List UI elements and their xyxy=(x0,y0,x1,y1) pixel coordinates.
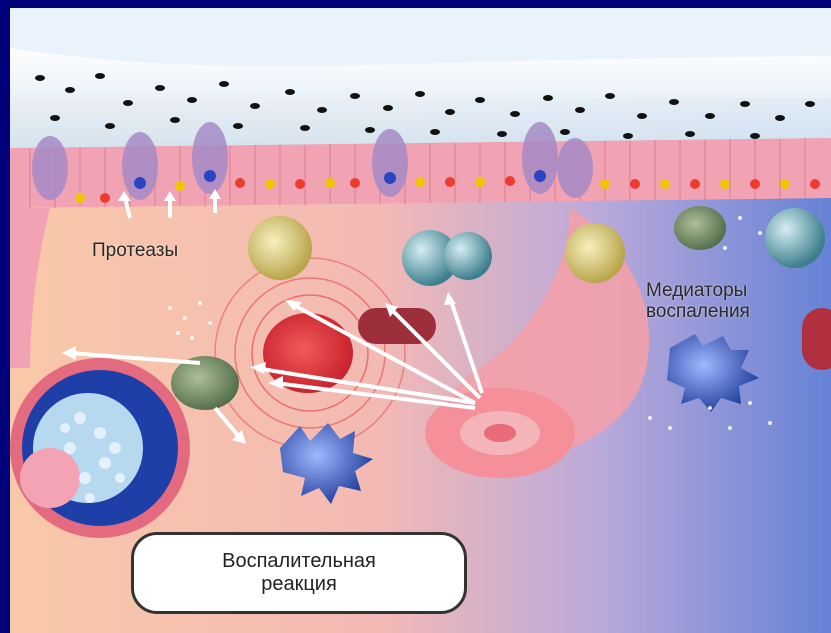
submucosal-gland xyxy=(10,358,190,538)
reaction-line1: Воспалительная xyxy=(222,550,376,573)
mediators-label-line2: воспаления xyxy=(646,301,750,322)
reaction-line2: реакция xyxy=(222,573,376,596)
mediators-label: Медиаторы воспаления xyxy=(646,280,750,323)
proteases-label: Протеазы xyxy=(92,240,178,261)
green-cell-1 xyxy=(171,356,239,410)
yellow-cell-2 xyxy=(565,223,625,283)
yellow-cell-1 xyxy=(248,216,312,280)
inflammatory-reaction-box: Воспалительная реакция xyxy=(131,532,467,614)
mediators-label-line1: Медиаторы xyxy=(646,280,750,301)
red-capsule-cell-2 xyxy=(802,308,831,370)
teal-cell-3 xyxy=(765,208,825,268)
green-cell-2 xyxy=(674,206,726,250)
teal-cell-2 xyxy=(444,232,492,280)
